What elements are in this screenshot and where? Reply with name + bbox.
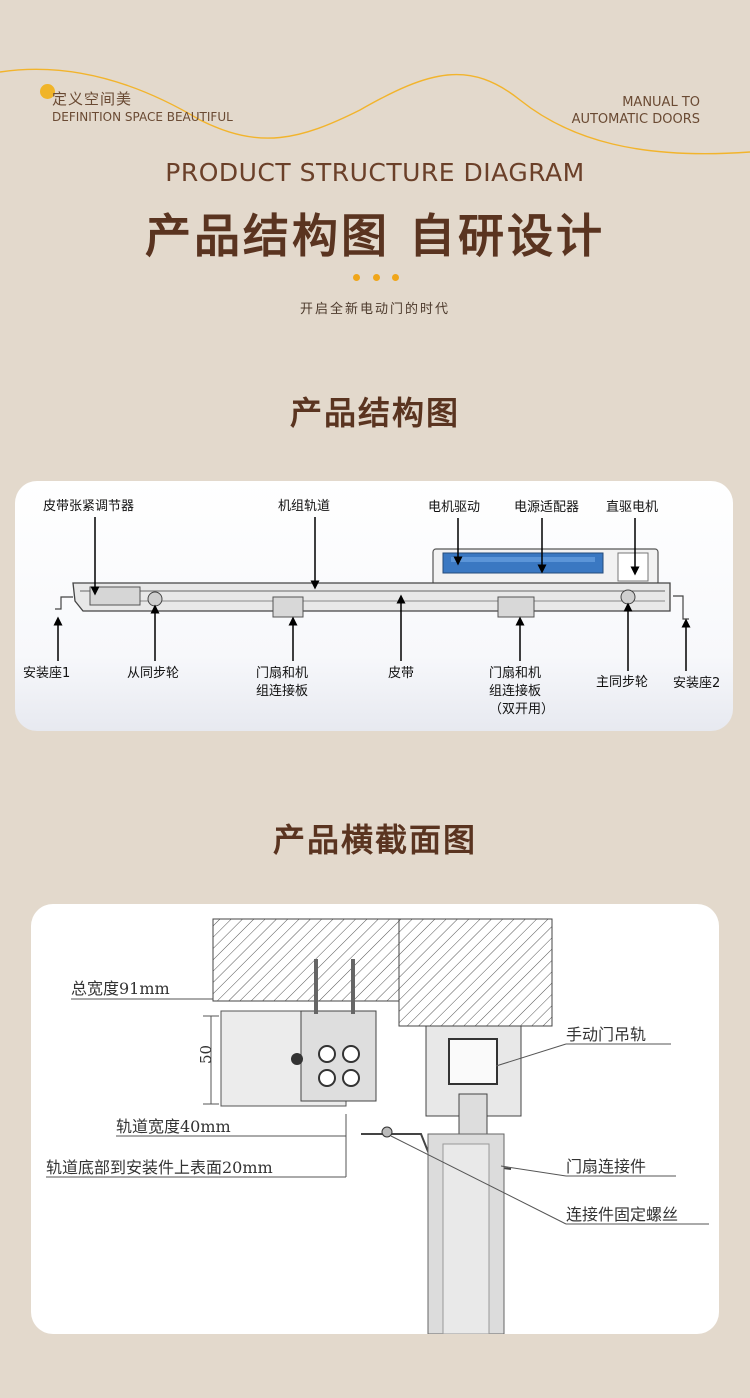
ceiling-block-left [212, 918, 400, 1002]
label-mount-2: 安装座2 [673, 676, 720, 691]
belt-tensioner [89, 586, 141, 606]
connector-screw [381, 1126, 393, 1138]
idler-pulley [147, 591, 163, 607]
tagline-line2: AUTOMATIC DOORS [571, 112, 700, 127]
page-subtitle: 开启全新电动门的时代 [299, 302, 450, 317]
label-door-plate-2-line2: 组连接板 [489, 683, 541, 699]
tagline: MANUAL TO AUTOMATIC DOORS [500, 94, 700, 128]
page-title-cn: 产品结构图 自研设计 [144, 209, 605, 263]
label-total-width: 总宽度91mm [71, 979, 170, 998]
label-direct-motor: 直驱电机 [606, 500, 658, 515]
label-belt-tensioner: 皮带张紧调节器 [43, 499, 134, 514]
brand-name-cn: 定义空间美 [52, 90, 133, 108]
label-height: 50 [197, 1045, 215, 1064]
label-main-pulley: 主同步轮 [596, 675, 648, 690]
cross-section-card: 总宽度91mm 50 轨道宽度40mm 轨道底部到安装件上表面20mm 手动门吊… [31, 904, 719, 1334]
cross-section-title: 产品横截面图 [272, 821, 477, 859]
mount-bracket [300, 1010, 377, 1102]
structure-diagram-card: 皮带张紧调节器 机组轨道 电机驱动 电源适配器 直驱电机 安装座1 从同步轮 门… [15, 481, 733, 731]
label-door-plate-2-line1: 门扇和机 [489, 665, 541, 681]
cross-section-diagram: 总宽度91mm 50 轨道宽度40mm 轨道底部到安装件上表面20mm 手动门吊… [46, 918, 709, 1334]
label-manual-rail: 手动门吊轨 [566, 1025, 646, 1044]
page-title-en: PRODUCT STRUCTURE DIAGRAM [165, 158, 585, 187]
label-belt: 皮带 [388, 666, 414, 681]
label-power-adapter: 电源适配器 [514, 500, 579, 515]
door-plate-2 [497, 596, 535, 618]
dots-divider [353, 274, 399, 281]
label-track-width: 轨道宽度40mm [116, 1117, 231, 1136]
track-body [72, 582, 671, 612]
structure-section-title: 产品结构图 [289, 394, 460, 432]
label-door-connector: 门扇连接件 [566, 1157, 646, 1176]
label-mount-1: 安装座1 [23, 666, 70, 681]
pcb-board [442, 552, 604, 574]
label-idler-pulley: 从同步轮 [127, 666, 179, 681]
label-bottom-to-mount: 轨道底部到安装件上表面20mm [46, 1158, 273, 1177]
mount-2 [673, 595, 689, 620]
label-motor-driver: 电机驱动 [428, 500, 480, 515]
label-door-plate-1-line1: 门扇和机 [256, 665, 308, 681]
brand-name-en: DEFINITION SPACE BEAUTIFUL [52, 110, 233, 124]
mount-1 [55, 596, 73, 610]
label-unit-track: 机组轨道 [278, 499, 330, 514]
direct-motor-body [617, 552, 649, 582]
main-pulley [620, 589, 636, 605]
label-connector-screw: 连接件固定螺丝 [566, 1205, 678, 1224]
label-door-plate-2-line3: （双开用） [489, 702, 554, 717]
label-door-plate-1-line2: 组连接板 [256, 683, 308, 699]
door-plate-1 [272, 596, 304, 618]
decorative-wave [0, 68, 750, 155]
structure-diagram: 皮带张紧调节器 机组轨道 电机驱动 电源适配器 直驱电机 安装座1 从同步轮 门… [23, 499, 720, 717]
ceiling-block-right [398, 918, 553, 1027]
brand-dot-icon [40, 84, 55, 99]
tagline-line1: MANUAL TO [622, 95, 700, 110]
